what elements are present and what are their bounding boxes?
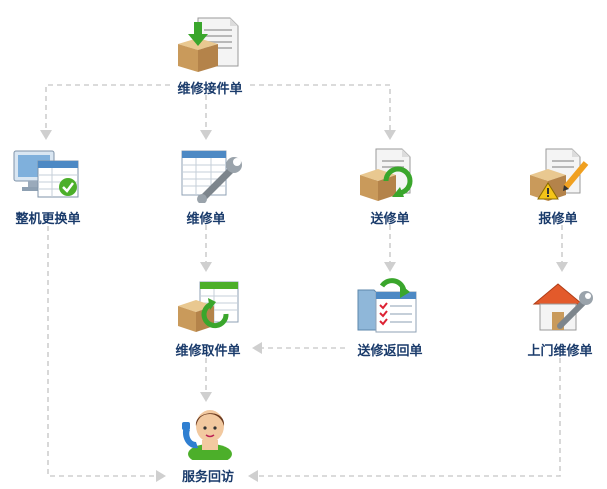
node-intake[interactable]: 维修接件单: [170, 12, 250, 98]
arrowhead-followup-left: [156, 470, 166, 482]
node-report-label: 报修单: [538, 212, 578, 227]
node-followup-label: 服务回访: [181, 470, 235, 485]
node-return[interactable]: 送修返回单: [348, 278, 432, 360]
box-document-icon: [178, 17, 239, 72]
node-pickup[interactable]: 维修取件单: [166, 278, 250, 360]
box-spreadsheet-arrow-icon: [178, 281, 239, 332]
node-onsite-label: 上门维修单: [527, 344, 593, 359]
house-wrench-icon: [532, 283, 593, 331]
folder-checklist-icon: [357, 278, 417, 333]
node-pickup-label: 维修取件单: [175, 344, 241, 359]
arrowhead-followup: [200, 392, 212, 402]
customer-service-icon: [182, 410, 232, 460]
arrowhead-pickup-left: [252, 342, 262, 354]
node-followup[interactable]: 服务回访: [166, 404, 250, 486]
box-warning-pencil-icon: [530, 148, 589, 201]
node-send[interactable]: 送修单: [352, 145, 432, 229]
node-send-label: 送修单: [370, 212, 410, 227]
arrowhead-return: [384, 262, 396, 272]
arrowhead-send: [384, 130, 396, 140]
arrowhead-repair: [200, 130, 212, 140]
node-report[interactable]: 报修单: [522, 145, 602, 229]
connector-replace-to-followup: [47, 226, 156, 477]
node-replace[interactable]: 整机更换单: [6, 145, 90, 229]
node-replace-label: 整机更换单: [15, 212, 81, 227]
arrowhead-followup-right: [248, 470, 258, 482]
node-onsite[interactable]: 上门维修单: [518, 278, 602, 360]
node-repair[interactable]: 维修单: [168, 145, 248, 229]
connector-intake-to-send: [250, 84, 391, 130]
node-repair-label: 维修单: [186, 212, 226, 227]
node-intake-label: 维修接件单: [177, 82, 243, 97]
box-document-refresh-icon: [360, 148, 413, 201]
arrowhead-replace: [40, 130, 52, 140]
computer-table-icon: [13, 150, 79, 198]
node-return-label: 送修返回单: [357, 344, 423, 359]
spreadsheet-wrench-icon: [181, 150, 242, 203]
connector-intake-to-replace: [45, 84, 170, 130]
connector-onsite-to-followup: [258, 358, 561, 477]
arrowhead-pickup: [200, 262, 212, 272]
arrowhead-onsite: [556, 262, 568, 272]
